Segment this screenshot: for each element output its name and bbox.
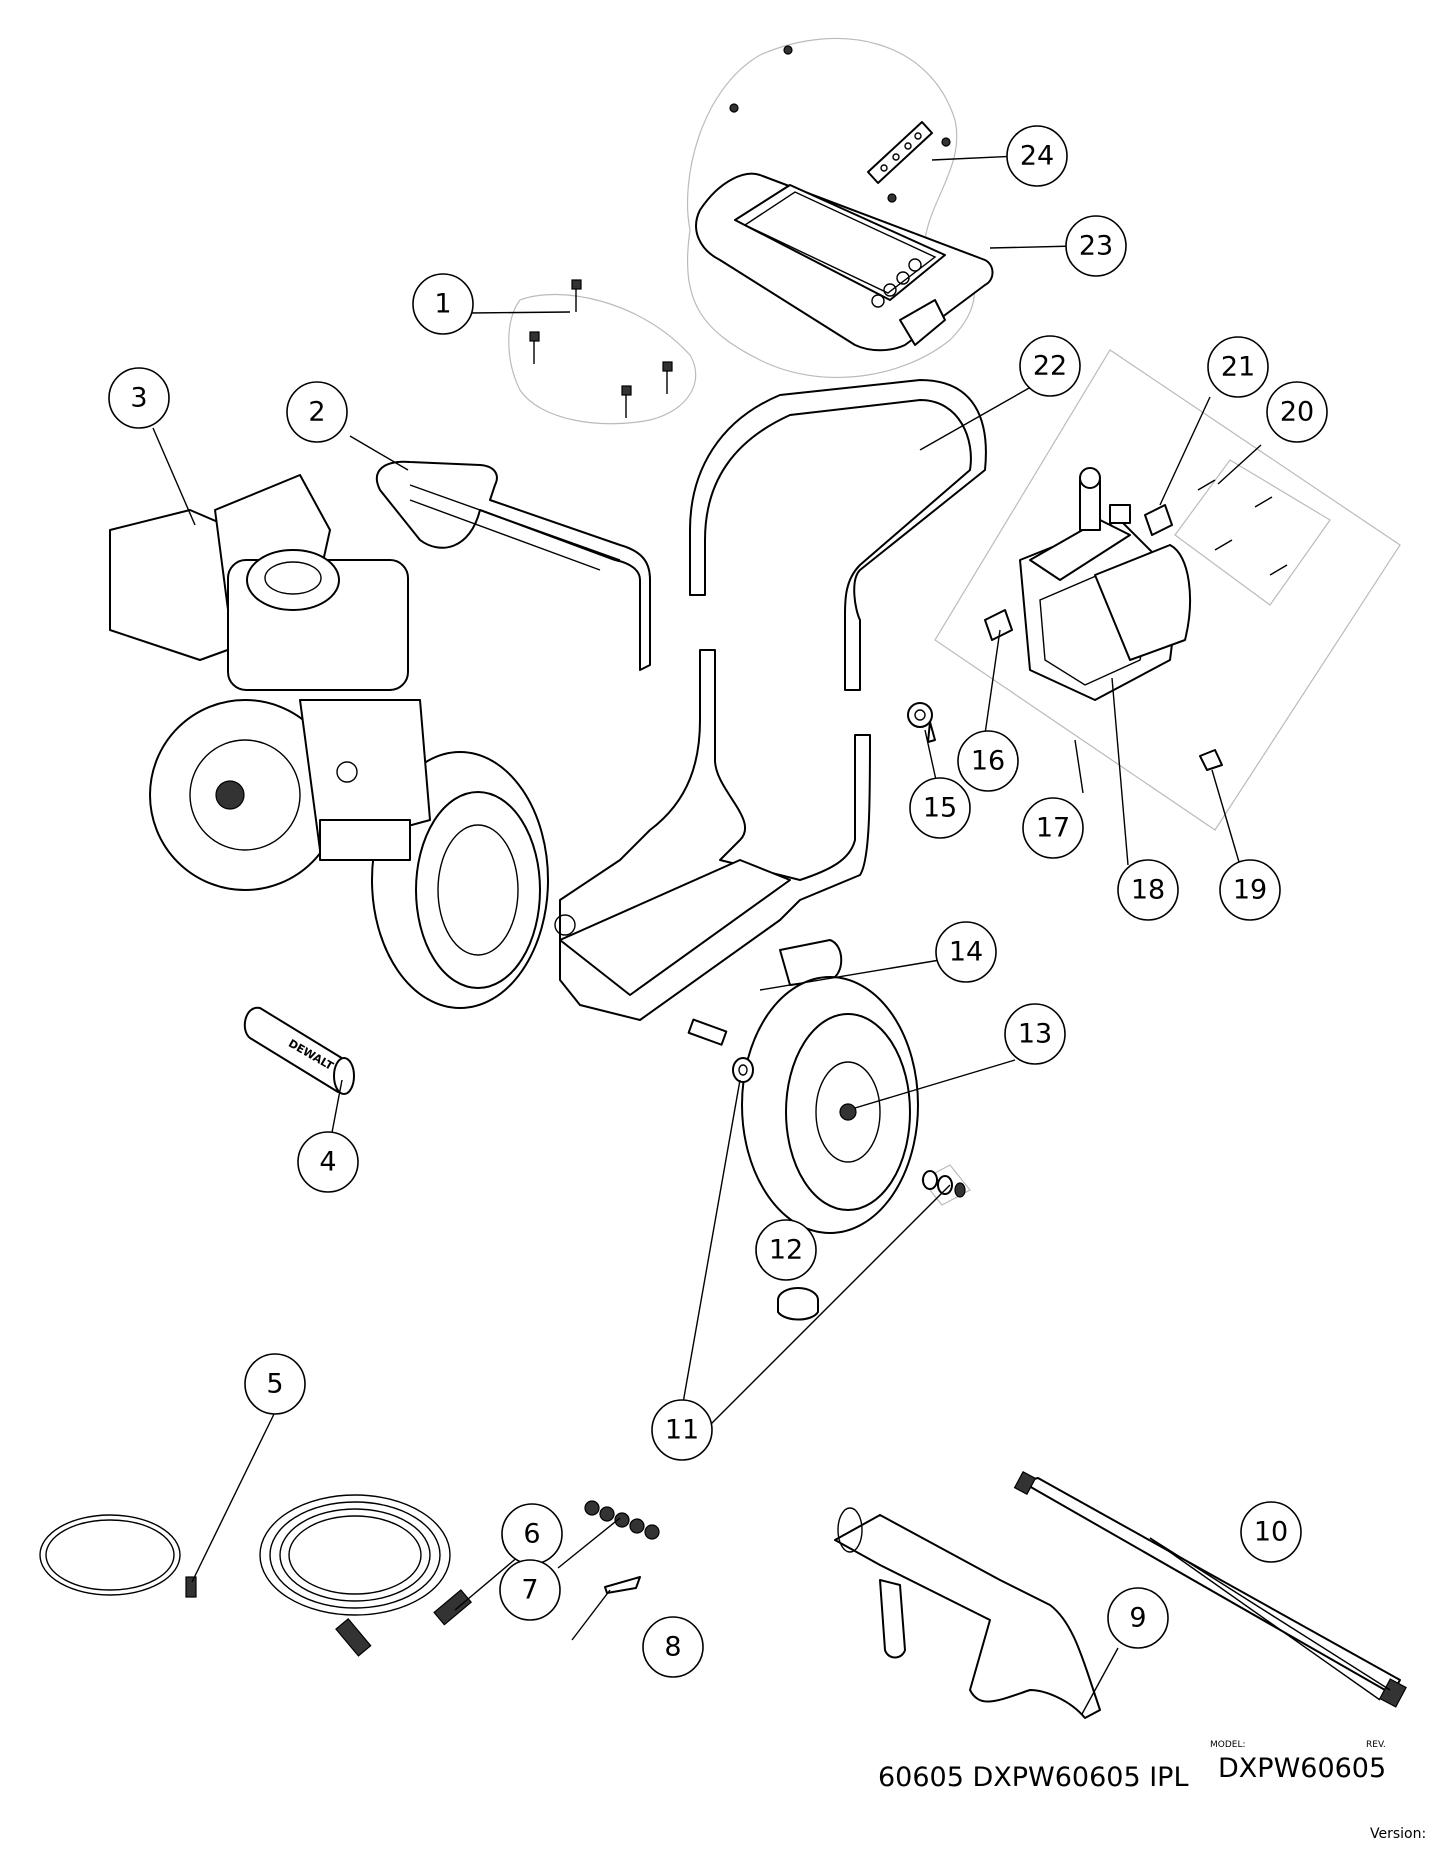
high-pressure-hose-coil bbox=[259, 1494, 473, 1657]
model-label: MODEL: bbox=[1210, 1740, 1246, 1750]
callout-number: 4 bbox=[319, 1147, 336, 1178]
hub-cap bbox=[777, 1287, 819, 1321]
decal-tube: DEWALT bbox=[243, 1006, 355, 1095]
callout-10: 10 bbox=[1240, 1501, 1302, 1563]
locking-knob bbox=[907, 702, 936, 743]
handle-frame bbox=[689, 379, 987, 691]
callout-number: 1 bbox=[434, 289, 451, 320]
nozzle-set bbox=[584, 1500, 660, 1540]
callout-number: 14 bbox=[949, 937, 983, 968]
callout-number: 6 bbox=[523, 1519, 540, 1550]
callout-number: 3 bbox=[130, 383, 147, 414]
callout-number: 9 bbox=[1129, 1603, 1146, 1634]
leader-lines bbox=[152, 155, 1391, 1715]
callout-number: 23 bbox=[1079, 231, 1113, 262]
pump-bolts-region-outline bbox=[1174, 459, 1331, 606]
callout-number: 12 bbox=[769, 1235, 803, 1266]
rev-label: REV. bbox=[1366, 1740, 1386, 1750]
right-wheel bbox=[741, 976, 919, 1234]
callout-4: 4 bbox=[297, 1131, 359, 1193]
bolt-set-region-outline bbox=[508, 293, 697, 425]
callout-number: 10 bbox=[1254, 1517, 1288, 1548]
bolt-set bbox=[529, 279, 673, 418]
callout-number: 22 bbox=[1033, 351, 1067, 382]
document-title: 60605 DXPW60605 IPL bbox=[878, 1762, 1189, 1793]
pump-kit-region-outline bbox=[934, 349, 1401, 831]
callout-number: 16 bbox=[971, 746, 1005, 777]
callout-3: 3 bbox=[108, 367, 170, 429]
callout-2: 2 bbox=[286, 381, 348, 443]
spray-gun bbox=[834, 1507, 1101, 1719]
callout-22: 22 bbox=[1019, 335, 1081, 397]
callout-14: 14 bbox=[935, 921, 997, 983]
pump-inlet-fitting bbox=[984, 609, 1013, 641]
callout-number: 13 bbox=[1018, 1019, 1052, 1050]
handle-bracket bbox=[375, 460, 651, 671]
callout-18: 18 bbox=[1117, 859, 1179, 921]
callout-1: 1 bbox=[412, 273, 474, 335]
pump-bolts bbox=[1197, 479, 1288, 576]
hook-bracket bbox=[729, 45, 951, 203]
callout-15: 15 bbox=[909, 777, 971, 839]
callout-number: 24 bbox=[1020, 141, 1054, 172]
version-label: Version: bbox=[1370, 1826, 1427, 1842]
callout-number: 11 bbox=[665, 1415, 699, 1446]
model-number: DXPW60605 bbox=[1218, 1753, 1387, 1784]
callout-8: 8 bbox=[642, 1616, 704, 1678]
callout-number: 7 bbox=[521, 1575, 538, 1606]
callout-number: 21 bbox=[1221, 352, 1255, 383]
pump-adapter-fitting bbox=[1199, 749, 1223, 771]
callout-number: 20 bbox=[1280, 397, 1314, 428]
callout-number: 19 bbox=[1233, 875, 1267, 906]
pressure-pump bbox=[1019, 467, 1191, 701]
spray-wand bbox=[1013, 1470, 1407, 1708]
callout-11: 11 bbox=[651, 1399, 713, 1461]
hose-holder-tray bbox=[695, 172, 994, 352]
callout-24: 24 bbox=[1006, 125, 1068, 187]
callout-7: 7 bbox=[499, 1559, 561, 1621]
hose-hook-region-outline bbox=[686, 37, 975, 379]
callout-number: 8 bbox=[664, 1632, 681, 1663]
callout-19: 19 bbox=[1219, 859, 1281, 921]
callout-13: 13 bbox=[1004, 1003, 1066, 1065]
cart-frame bbox=[554, 649, 871, 1046]
callout-9: 9 bbox=[1107, 1587, 1169, 1649]
callout-12: 12 bbox=[755, 1219, 817, 1281]
callout-5: 5 bbox=[244, 1353, 306, 1415]
small-hose-coil bbox=[39, 1514, 197, 1598]
callout-number: 17 bbox=[1036, 813, 1070, 844]
nozzle-cleaning-tool bbox=[571, 1576, 641, 1641]
callout-6: 6 bbox=[501, 1503, 563, 1565]
axle-washer bbox=[732, 1057, 754, 1083]
callout-number: 15 bbox=[923, 793, 957, 824]
callout-number: 2 bbox=[308, 397, 325, 428]
axle-hardware-region-outline bbox=[921, 1164, 971, 1206]
callout-23: 23 bbox=[1065, 215, 1127, 277]
callout-number: 5 bbox=[266, 1369, 283, 1400]
callout-17: 17 bbox=[1022, 797, 1084, 859]
engine bbox=[109, 474, 431, 891]
callout-20: 20 bbox=[1266, 381, 1328, 443]
axle-nut-set bbox=[922, 1170, 966, 1198]
callout-16: 16 bbox=[957, 730, 1019, 792]
callout-number: 18 bbox=[1131, 875, 1165, 906]
callout-21: 21 bbox=[1207, 336, 1269, 398]
pump-outlet-fitting bbox=[1144, 504, 1173, 536]
